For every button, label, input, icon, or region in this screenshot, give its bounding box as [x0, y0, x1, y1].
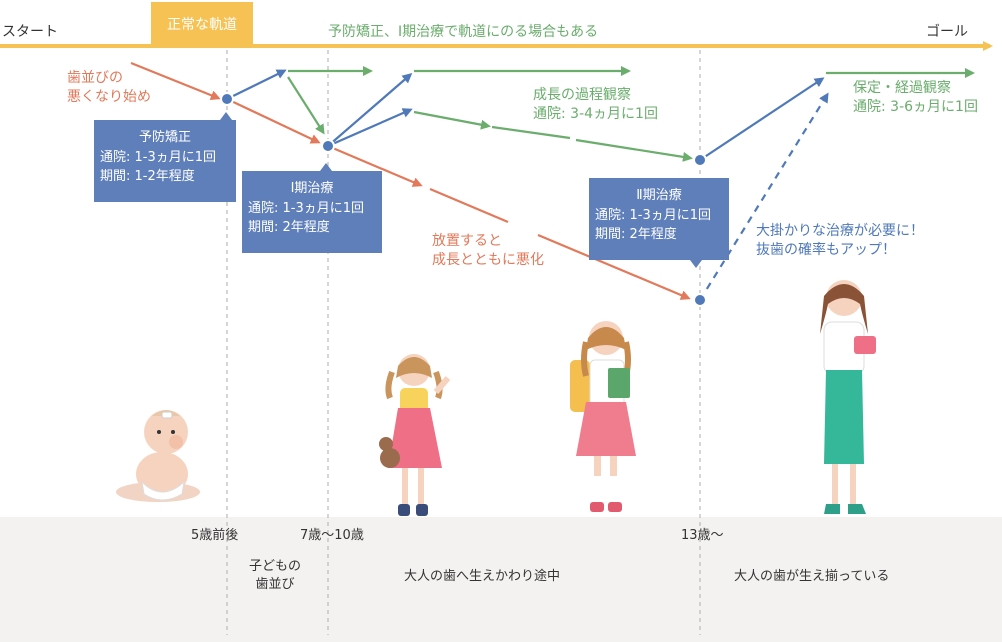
stage-child-teeth: 子どもの 歯並び: [248, 559, 301, 592]
retention-note: 保定・経過観察 通院: 3-6ヵ月に1回: [853, 80, 978, 115]
stage-mixed: 大人の歯へ生えかわり途中: [404, 569, 561, 584]
top-green-note: 予防矯正、Ⅰ期治療で軌道にのる場合もある: [328, 24, 599, 40]
girl-illustration: [379, 354, 451, 516]
start-label: スタート: [2, 24, 58, 40]
normal-track-tag: 正常な軌道: [151, 2, 253, 46]
baby-illustration: [116, 410, 200, 502]
observation-note: 成長の過程観察 通院: 3-4ヵ月に1回: [533, 87, 658, 122]
dot-5: [220, 92, 234, 106]
dot-13-bottom: [693, 293, 707, 307]
junction-dots: [220, 92, 707, 307]
normal-track-label: 正常な軌道: [167, 17, 237, 33]
prevent-box: 予防矯正 通院: 1-3ヵ月に1回 期間: 1-2年程度: [94, 112, 236, 202]
phase1-title: Ⅰ期治療: [290, 181, 334, 196]
age-13: 13歳〜: [681, 528, 724, 543]
treatment-arrows: [226, 69, 829, 301]
neglect-note: 放置すると 成長とともに悪化: [432, 233, 544, 268]
dot-7: [321, 139, 335, 153]
phase1-box: Ⅰ期治療 通院: 1-3ヵ月に1回 期間: 2年程度: [242, 163, 382, 253]
phase2-box: Ⅱ期治療 通院: 1-3ヵ月に1回 期間: 2年程度: [589, 178, 729, 268]
green-track-arrows: [287, 66, 975, 162]
prevent-title: 予防矯正: [138, 130, 191, 145]
schoolgirl-illustration: [570, 321, 636, 512]
phase2-title: Ⅱ期治療: [636, 188, 682, 203]
big-treatment-note: 大掛かりな治療が必要に！ 抜歯の確率もアップ！: [756, 223, 924, 258]
goal-label: ゴール: [926, 24, 968, 40]
stage-adult: 大人の歯が生え揃っている: [734, 569, 890, 584]
bad-start-note: 歯並びの 悪くなり始め: [67, 70, 151, 105]
dot-13-top: [693, 153, 707, 167]
woman-illustration: [820, 280, 876, 514]
worsening-path: [130, 61, 691, 300]
age-5: 5歳前後: [191, 528, 239, 543]
bottom-band: [0, 517, 1002, 642]
age-7-10: 7歳〜10歳: [300, 528, 364, 543]
